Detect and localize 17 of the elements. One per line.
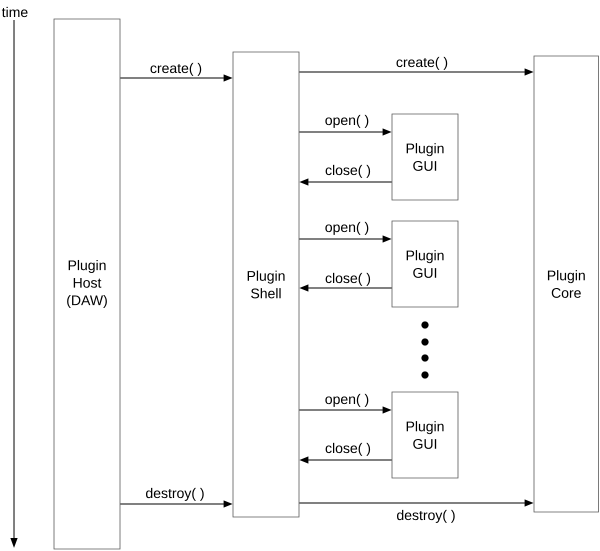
edge-label: destroy( ) (146, 488, 204, 501)
axis-label: time (2, 6, 28, 18)
edge-label: create( ) (150, 62, 202, 76)
edge-label: open( ) (325, 114, 368, 128)
edge-label: open( ) (325, 222, 368, 235)
component-box: Plugin Shell (232, 52, 300, 518)
edge-label: open( ) (325, 394, 368, 407)
component-box: Plugin GUI (392, 392, 458, 478)
edge-label: close( ) (326, 442, 370, 456)
edge-label: create( ) (396, 56, 448, 70)
component-box: Plugin Host (DAW) (54, 18, 120, 550)
edge-label: close( ) (326, 272, 370, 286)
component-box: Plugin GUI (392, 114, 458, 200)
component-box: Plugin Core (534, 56, 599, 512)
edge-label: destroy( ) (397, 510, 455, 523)
component-box: Plugin GUI (392, 220, 458, 308)
edge-label: close( ) (326, 164, 370, 178)
